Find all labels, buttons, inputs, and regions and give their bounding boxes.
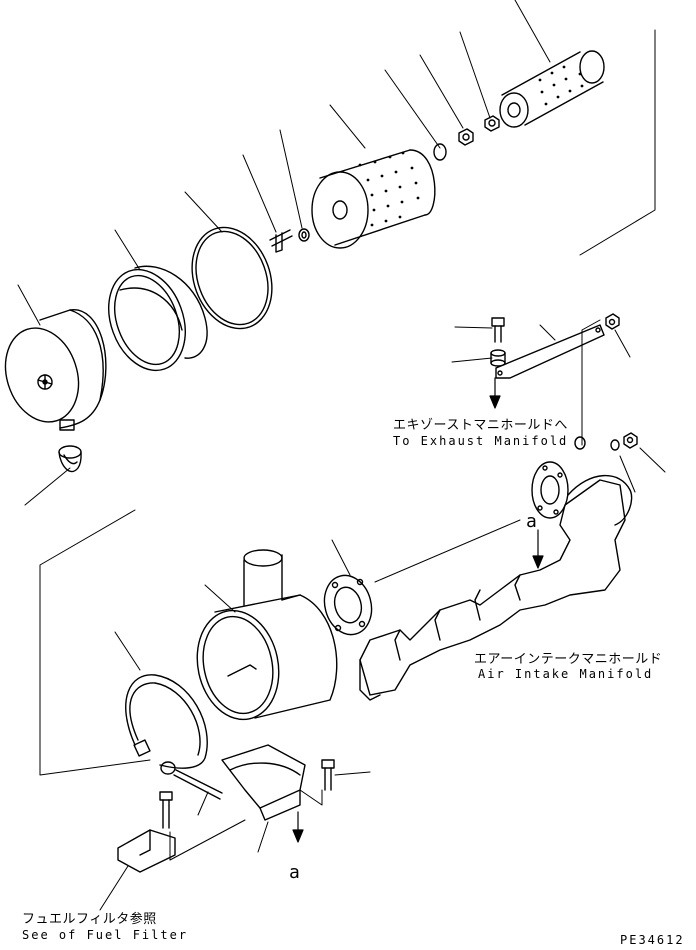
inner-filter-element <box>499 50 605 128</box>
bracket-stay <box>495 324 605 379</box>
outer-filter-element <box>311 149 436 249</box>
o-ring-small <box>433 143 447 161</box>
nut-manifold <box>623 432 638 449</box>
intake-label-jp: エアーインテークマニホールド <box>474 652 663 667</box>
arrows <box>292 377 544 843</box>
mounting-bracket <box>117 829 176 873</box>
air-cleaner-cover <box>4 309 107 431</box>
exhaust-label-jp: エキゾーストマニホールドへ <box>393 418 568 433</box>
bracket-saddle <box>221 744 306 821</box>
washer-manifold <box>610 439 620 451</box>
fuel-filter-label-jp: フュエルフィルタ参照 <box>22 912 157 927</box>
clamp-bolt <box>160 761 223 800</box>
ref-a-lower: a <box>289 862 300 883</box>
gasket-ring <box>191 226 273 330</box>
bolt-lower-left <box>159 791 173 829</box>
bolt-upper <box>491 317 505 343</box>
rubber-sleeve <box>108 265 208 372</box>
wing-nut <box>484 115 500 132</box>
hex-nut <box>458 128 474 146</box>
explosion-lines <box>39 29 656 861</box>
dust-valve <box>58 445 82 473</box>
leader-lines <box>17 0 666 911</box>
drawing-code: PE34612 <box>620 933 685 947</box>
exhaust-label-en: To Exhaust Manifold <box>393 434 569 448</box>
air-intake-manifold <box>359 461 633 701</box>
ref-a-upper: a <box>526 511 537 532</box>
seal-washer <box>298 228 310 242</box>
washer-lower <box>574 436 586 450</box>
air-cleaner-body <box>196 549 338 721</box>
intake-label-en: Air Intake Manifold <box>478 667 654 681</box>
nut-bracket <box>605 313 620 330</box>
flange-gasket <box>323 574 373 636</box>
bolt-lower-right <box>321 759 335 791</box>
spacer <box>490 349 506 367</box>
band-clamp <box>125 674 208 769</box>
fuel-filter-label-en: See of Fuel Filter <box>22 928 189 942</box>
t-bolt <box>269 229 293 253</box>
